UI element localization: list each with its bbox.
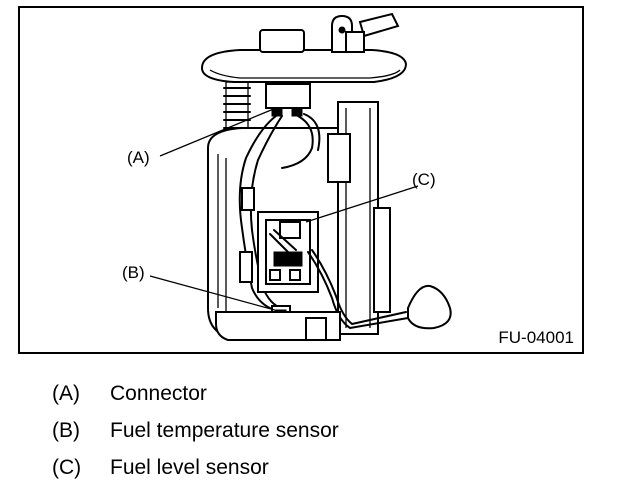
callout-b-label: (B) <box>122 263 145 282</box>
legend-item-connector: (A) Connector <box>52 381 339 418</box>
legend: (A) Connector (B) Fuel temperature senso… <box>52 381 339 492</box>
callout-a-label: (A) <box>127 148 150 167</box>
legend-text: Fuel temperature sensor <box>110 419 339 442</box>
fuel-pump-assembly-illustration <box>149 12 452 341</box>
legend-letter: (A) <box>52 382 80 405</box>
legend-item-fuel-temperature-sensor: (B) Fuel temperature sensor <box>52 418 339 455</box>
legend-text: Fuel level sensor <box>110 456 269 479</box>
legend-letter: (C) <box>52 456 82 479</box>
legend-text: Connector <box>110 382 207 405</box>
figure-frame: (A) (B) (C) FU-04001 <box>18 6 584 354</box>
figure-code: FU-04001 <box>498 328 574 347</box>
legend-item-fuel-level-sensor: (C) Fuel level sensor <box>52 455 339 492</box>
legend-letter: (B) <box>52 419 80 442</box>
callout-c-label: (C) <box>412 170 436 189</box>
